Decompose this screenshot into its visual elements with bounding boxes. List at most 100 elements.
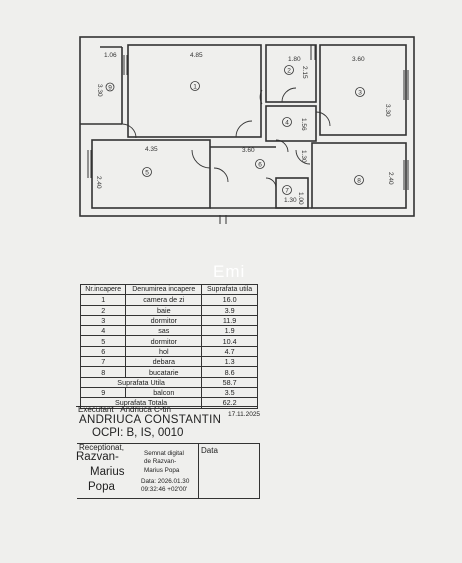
cell: 1 xyxy=(79,294,127,306)
signature-line: Semnat digital xyxy=(144,450,184,457)
dim-text: 1.56 xyxy=(300,118,307,131)
table-row: 9 balcon 3.5 xyxy=(79,386,258,399)
svg-text:8: 8 xyxy=(357,178,361,185)
total-row: Suprafata Totala 62.2 xyxy=(79,397,258,409)
table-row: 8 bucatarie 8.6 xyxy=(79,366,258,378)
cell: 4 xyxy=(79,325,127,337)
dim-text: 1.30 xyxy=(300,150,307,163)
watermark: Emi xyxy=(213,262,246,281)
cell: 4.7 xyxy=(201,345,258,358)
digital-signature: Semnat digital de Razvan- Marius Popa xyxy=(144,450,184,475)
cell: 3 xyxy=(79,314,127,327)
executant-name: ANDRIUCA CONSTANTIN xyxy=(79,414,222,426)
cell: camera de zi xyxy=(125,294,203,306)
cell: bucatarie xyxy=(125,366,203,378)
cell: 11.9 xyxy=(201,314,258,327)
floor-plan: 1.06 4.85 1.80 3.60 3.30 2.15 3.30 4.35 … xyxy=(79,36,415,224)
svg-text:9: 9 xyxy=(108,85,112,92)
receptionat-name-line: Popa xyxy=(88,481,115,493)
room-number-9: 9 xyxy=(105,82,115,92)
cell: sas xyxy=(125,325,203,337)
cell: 9 xyxy=(79,386,127,399)
svg-text:3: 3 xyxy=(358,90,362,97)
cell: 3.9 xyxy=(201,304,258,316)
room-number-7: 7 xyxy=(282,185,292,195)
column-header: Suprafata utila xyxy=(201,283,258,296)
receptionat-name-line: Marius xyxy=(90,466,125,478)
receptionat-name-line: Razvan- xyxy=(76,451,119,463)
table-row: 2 baie 3.9 xyxy=(79,304,258,316)
svg-text:2: 2 xyxy=(287,68,291,75)
dim-text: 2.40 xyxy=(95,176,102,189)
total-value: 62.2 xyxy=(201,397,258,409)
cell: 3.5 xyxy=(201,386,258,399)
cell: 7 xyxy=(79,356,127,368)
ocpi-text: OCPI: B, IS, 0010 xyxy=(92,427,184,439)
signature-line: Marius Popa xyxy=(144,466,180,474)
svg-text:1: 1 xyxy=(193,84,197,91)
table-row: 6 hol 4.7 xyxy=(79,345,258,358)
room-number-3: 3 xyxy=(355,87,365,97)
svg-text:4: 4 xyxy=(285,120,289,127)
cell: 1.3 xyxy=(201,356,258,368)
dim-text: 4.85 xyxy=(190,52,203,59)
cell: 5 xyxy=(79,335,127,347)
cell: baie xyxy=(125,304,203,316)
executant-label-name: Andriuca C-tin xyxy=(120,405,171,414)
cell: 10.4 xyxy=(201,335,258,347)
dim-text: 4.35 xyxy=(145,146,158,153)
signature-line: de Razvan- xyxy=(144,458,177,466)
table-header-row: Nr.incapere Denumirea incapere Suprafata… xyxy=(79,283,258,296)
cell: 6 xyxy=(79,345,127,358)
util-row: Suprafata Utila 58.7 xyxy=(79,376,258,388)
dim-text: 3.30 xyxy=(96,84,103,97)
cell: 8.6 xyxy=(201,366,258,378)
cell: dormitor xyxy=(125,314,203,327)
rooms-table: Nr.incapere Denumirea incapere Suprafata… xyxy=(79,283,258,409)
cell: 2 xyxy=(79,304,127,316)
svg-text:5: 5 xyxy=(145,170,149,177)
data-box xyxy=(198,443,260,499)
dim-text: 3.60 xyxy=(352,56,365,63)
room-number-6: 6 xyxy=(255,159,265,169)
signature-date-line: Data: 2026.01.30 xyxy=(141,478,190,485)
signature-date-line: 09:32:46 +02'00' xyxy=(141,486,188,494)
cell: dormitor xyxy=(125,335,203,347)
receptionat-label: Receptionat, xyxy=(79,443,124,452)
table-row: 3 dormitor 11.9 xyxy=(79,314,258,327)
dim-text: 1.00 xyxy=(297,192,304,205)
util-value: 58.7 xyxy=(201,376,258,388)
outer-wall xyxy=(79,36,415,217)
svg-text:7: 7 xyxy=(285,188,289,195)
svg-text:6: 6 xyxy=(258,162,262,169)
table-row: 7 debara 1.3 xyxy=(79,356,258,368)
dim-text: 2.40 xyxy=(387,172,394,185)
room-number-1: 1 xyxy=(190,81,200,91)
dim-text: 1.80 xyxy=(288,56,301,63)
cell: hol xyxy=(125,345,203,358)
table-row: 4 sas 1.9 xyxy=(79,325,258,337)
room-number-5: 5 xyxy=(142,167,152,177)
column-header: Nr.incapere xyxy=(79,283,127,296)
dim-text: 3.30 xyxy=(384,104,391,117)
signature-date: Data: 2026.01.30 09:32:46 +02'00' xyxy=(141,478,189,495)
cell: 1.9 xyxy=(201,325,258,337)
dim-text: 1.30 xyxy=(284,197,297,204)
data-label: Data xyxy=(201,446,218,455)
cell: balcon xyxy=(125,386,203,399)
cell: 16.0 xyxy=(201,294,258,306)
cell: debara xyxy=(125,356,203,368)
executant-date: 17.11.2025 xyxy=(228,411,261,418)
executant-label: Executant Andriuca C-tin xyxy=(78,405,171,414)
room-number-2: 2 xyxy=(284,65,294,75)
executant-box xyxy=(76,406,258,443)
table-row: 5 dormitor 10.4 xyxy=(79,335,258,347)
room-number-8: 8 xyxy=(354,175,364,185)
dim-text: 2.15 xyxy=(301,66,308,79)
util-label: Suprafata Utila xyxy=(79,376,203,388)
table-row: 1 camera de zi 16.0 xyxy=(79,294,258,306)
dim-text: 1.06 xyxy=(104,52,117,59)
cell: 8 xyxy=(79,366,127,378)
column-header: Denumirea incapere xyxy=(125,283,203,296)
